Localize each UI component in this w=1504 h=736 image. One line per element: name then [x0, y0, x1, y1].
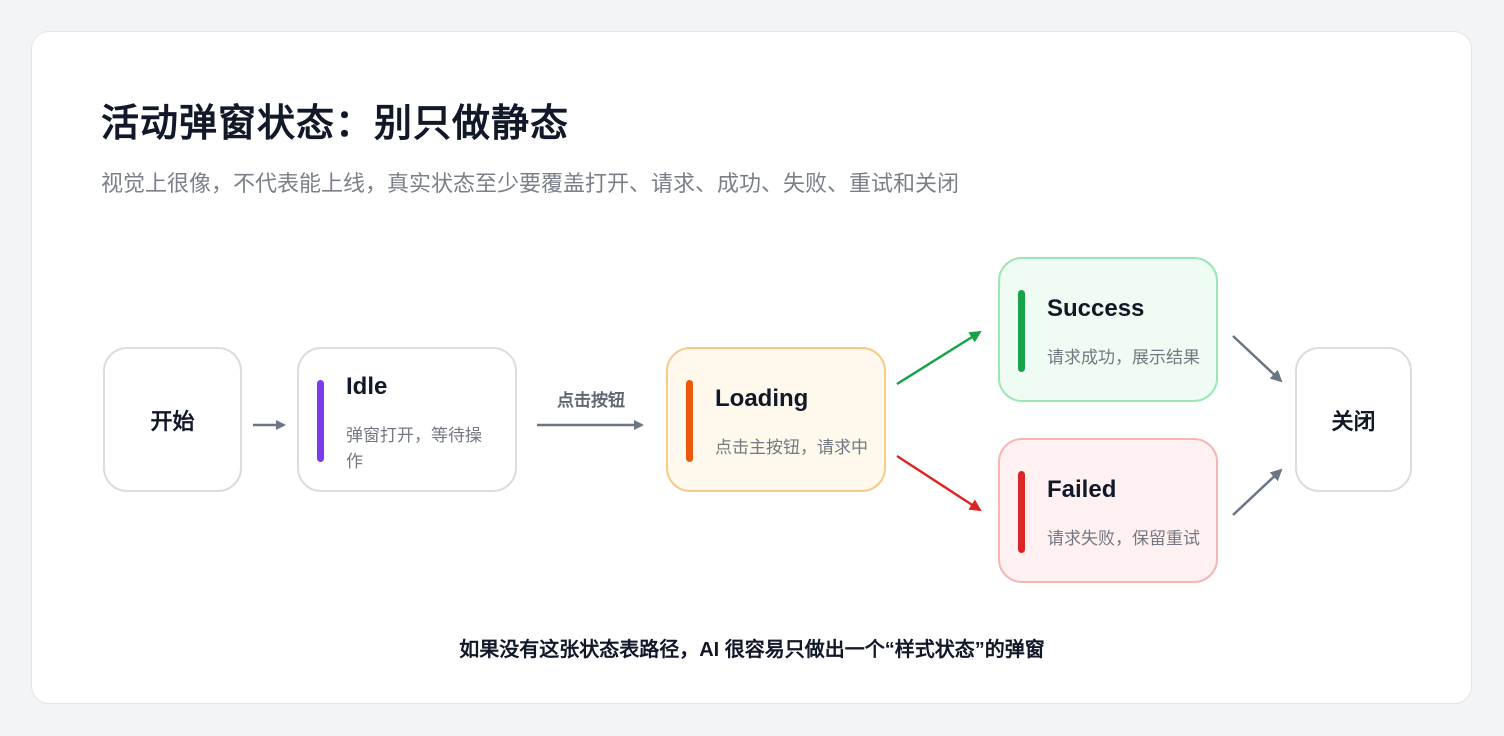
node-failed-title: Failed	[1047, 476, 1117, 503]
node-failed-desc: 请求失败，保留重试	[1047, 529, 1200, 548]
idle-accent-bar	[317, 380, 324, 462]
page-subtitle: 视觉上很像，不代表能上线，真实状态至少要覆盖打开、请求、成功、失败、重试和关闭	[101, 171, 960, 196]
node-loading-desc: 点击主按钮，请求中	[715, 438, 868, 457]
node-success-desc: 请求成功，展示结果	[1047, 348, 1200, 367]
arrow-loading-to-success	[896, 330, 982, 386]
edge-label-click: 点击按钮	[557, 391, 625, 410]
node-loading: Loading 点击主按钮，请求中	[666, 347, 886, 492]
node-close: 关闭	[1295, 347, 1412, 492]
arrow-loading-to-failed	[896, 454, 982, 512]
page-title: 活动弹窗状态：别只做静态	[101, 103, 570, 145]
node-idle: Idle 弹窗打开，等待操作	[297, 347, 517, 492]
failed-accent-bar	[1018, 471, 1025, 553]
node-success: Success 请求成功，展示结果	[998, 257, 1218, 402]
node-loading-title: Loading	[715, 385, 809, 412]
node-failed: Failed 请求失败，保留重试	[998, 438, 1218, 583]
arrow-success-to-close	[1232, 335, 1283, 383]
footer-note: 如果没有这张状态表路径，AI 很容易只做出一个“样式状态”的弹窗	[459, 639, 1045, 661]
loading-accent-bar	[686, 380, 693, 462]
success-accent-bar	[1018, 290, 1025, 372]
node-success-title: Success	[1047, 295, 1145, 322]
node-start-label: 开始	[150, 408, 195, 434]
node-idle-desc: 弹窗打开，等待操作	[346, 426, 482, 471]
arrow-failed-to-close	[1232, 468, 1283, 516]
node-start: 开始	[103, 347, 242, 492]
node-close-label: 关闭	[1331, 408, 1376, 434]
node-idle-title: Idle	[346, 373, 388, 400]
